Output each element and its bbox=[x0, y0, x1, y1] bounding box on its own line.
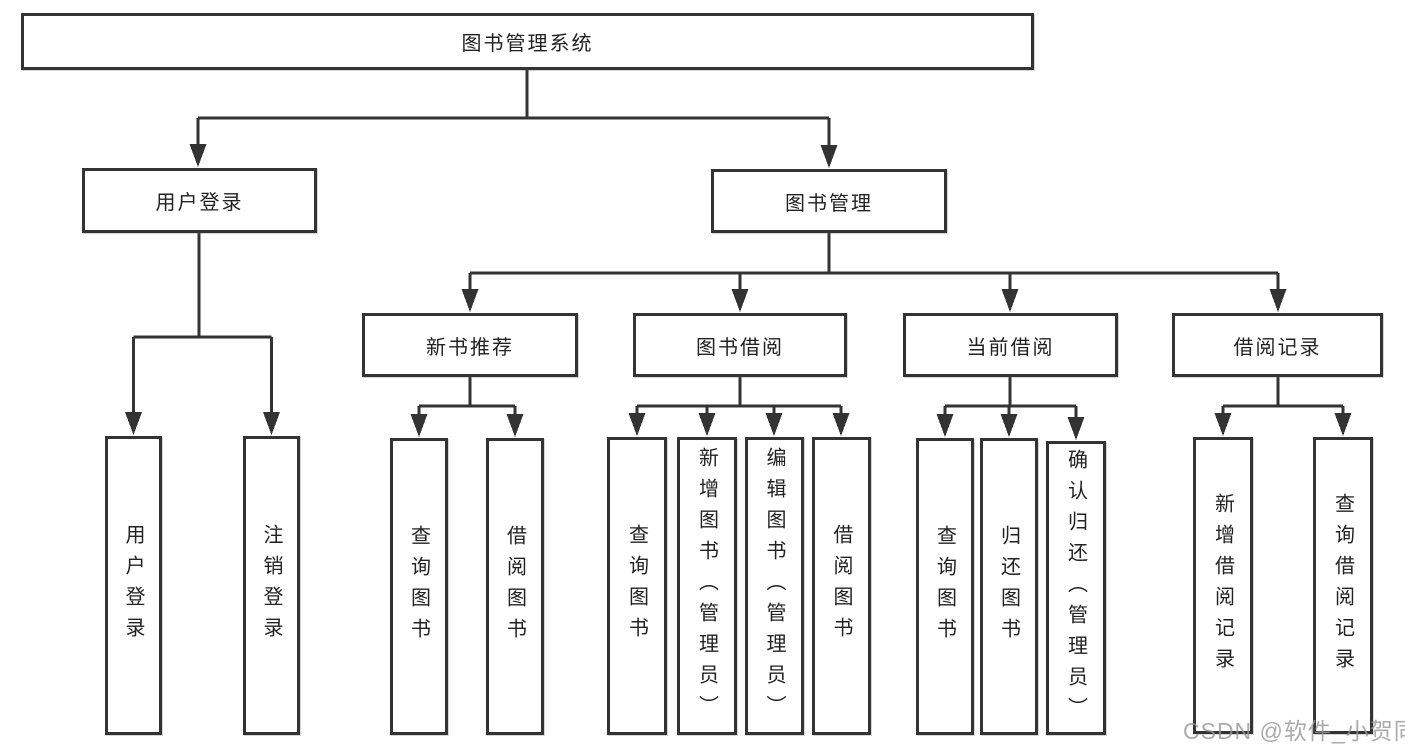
node-book-borrow: 图书借阅 bbox=[633, 313, 847, 377]
leaf-query-books-current: 查询图书 bbox=[916, 438, 974, 735]
leaf-add-borrow-record: 新增借阅记录 bbox=[1193, 437, 1253, 734]
leaf-label: 查询图书 bbox=[625, 524, 648, 648]
node-label: 图书管理 bbox=[785, 192, 873, 215]
csdn-watermark: CSDN @软件_小贺同学 bbox=[1183, 718, 1405, 744]
node-book-management: 图书管理 bbox=[711, 169, 947, 233]
leaf-query-books-borrow: 查询图书 bbox=[607, 437, 667, 735]
leaf-return-book: 归还图书 bbox=[980, 438, 1038, 735]
leaf-confirm-return-admin: 确认归还（管理员） bbox=[1046, 441, 1106, 735]
leaf-label: 新增借阅记录 bbox=[1211, 492, 1234, 679]
leaf-query-borrow-record: 查询借阅记录 bbox=[1313, 437, 1373, 734]
node-label: 图书借阅 bbox=[696, 336, 784, 359]
leaf-label: 归还图书 bbox=[997, 524, 1020, 649]
node-borrow-records: 借阅记录 bbox=[1172, 313, 1383, 377]
leaf-borrow-books-recommend: 借阅图书 bbox=[486, 438, 544, 735]
leaf-label: 确认归还（管理员） bbox=[1064, 448, 1087, 728]
leaf-label: 编辑图书（管理员） bbox=[763, 446, 785, 726]
leaf-query-books-recommend: 查询图书 bbox=[390, 438, 448, 735]
node-label: 当前借阅 bbox=[966, 336, 1055, 359]
node-user-login: 用户登录 bbox=[82, 168, 317, 233]
leaf-label: 新增图书（管理员） bbox=[695, 446, 718, 726]
leaf-logout: 注销登录 bbox=[243, 436, 300, 735]
node-label: 图书管理系统 bbox=[461, 33, 594, 55]
node-current-borrow: 当前借阅 bbox=[903, 313, 1118, 377]
node-label: 用户登录 bbox=[155, 192, 244, 214]
node-library-system: 图书管理系统 bbox=[21, 13, 1034, 70]
node-new-book-recommend: 新书推荐 bbox=[362, 313, 578, 377]
leaf-label: 用户登录 bbox=[122, 523, 144, 648]
leaf-label: 查询借阅记录 bbox=[1331, 492, 1354, 679]
leaf-edit-book-admin: 编辑图书（管理员） bbox=[745, 437, 804, 735]
node-label: 新书推荐 bbox=[426, 336, 514, 359]
leaf-add-book-admin: 新增图书（管理员） bbox=[677, 437, 737, 735]
leaf-borrow-books: 借阅图书 bbox=[812, 437, 871, 735]
leaf-label: 借阅图书 bbox=[503, 524, 526, 649]
leaf-label: 查询图书 bbox=[407, 524, 430, 649]
leaf-user-login: 用户登录 bbox=[105, 436, 162, 735]
leaf-label: 注销登录 bbox=[260, 523, 282, 648]
node-label: 借阅记录 bbox=[1233, 336, 1322, 359]
leaf-label: 查询图书 bbox=[933, 524, 956, 649]
leaf-label: 借阅图书 bbox=[830, 524, 852, 648]
